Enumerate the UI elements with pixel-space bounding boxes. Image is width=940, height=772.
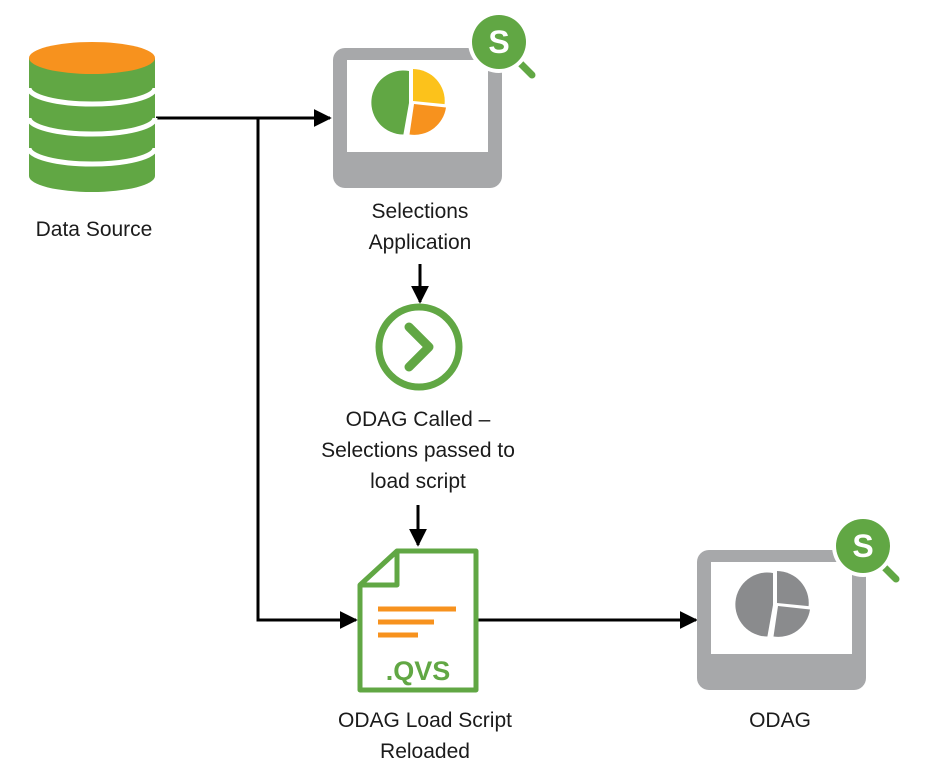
selections-app-monitor-icon bbox=[333, 48, 502, 188]
qlik-badge-icon: S bbox=[832, 515, 900, 583]
qvs-file-text: .QVS bbox=[386, 656, 451, 686]
odag-called-label-line: ODAG Called – bbox=[345, 408, 491, 431]
load-script-label-line: ODAG Load Script bbox=[338, 709, 512, 732]
selections-app-label: Selections Application bbox=[320, 196, 520, 258]
data-source-label-text: Data Source bbox=[35, 218, 153, 241]
chevron-right-circle-icon bbox=[375, 303, 463, 391]
qlik-badge-icon: S bbox=[468, 11, 536, 79]
odag-called-label-line: Selections passed to bbox=[321, 439, 515, 462]
odag-called-label-line: load script bbox=[370, 470, 466, 493]
pie-chart-gray-icon bbox=[735, 571, 810, 637]
pie-chart-icon bbox=[371, 69, 446, 135]
qlik-badge-letter: S bbox=[488, 24, 509, 60]
qvs-file-icon: .QVS bbox=[357, 548, 479, 693]
selections-app-label-line: Selections bbox=[371, 200, 469, 223]
selections-app-label-line: Application bbox=[368, 231, 472, 254]
odag-label: ODAG bbox=[700, 705, 860, 736]
data-source-label: Data Source bbox=[14, 214, 174, 245]
connectors bbox=[156, 109, 698, 629]
load-script-label: ODAG Load Script Reloaded bbox=[305, 705, 545, 767]
odag-label-text: ODAG bbox=[749, 709, 811, 732]
qlik-badge-letter: S bbox=[852, 528, 873, 564]
load-script-label-line: Reloaded bbox=[380, 740, 470, 763]
odag-called-label: ODAG Called – Selections passed to load … bbox=[286, 404, 550, 497]
database-icon bbox=[26, 42, 158, 192]
arrow-source-to-load-script bbox=[256, 118, 358, 629]
odag-monitor-icon bbox=[697, 550, 866, 690]
